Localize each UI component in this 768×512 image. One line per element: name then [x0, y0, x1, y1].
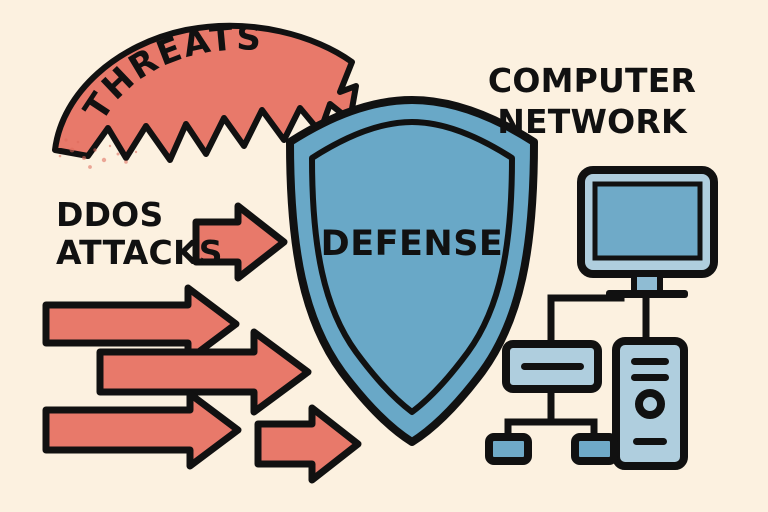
computer-network-diagram	[485, 166, 718, 470]
attack-arrow-4	[42, 390, 242, 470]
attack-arrow-1	[192, 202, 288, 282]
switch-port-bar	[521, 363, 584, 370]
attack-arrow-3	[96, 328, 312, 416]
defense-label: DEFENSE	[321, 224, 504, 264]
defense-shield: DEFENSE	[286, 96, 538, 446]
shield-inner-outline	[309, 119, 515, 415]
threats-banner-spray	[58, 138, 138, 169]
network-node-left	[485, 433, 532, 465]
tower-power-button-icon	[635, 389, 665, 419]
tower-slot-second	[631, 374, 669, 381]
tower-slot-top	[631, 358, 669, 365]
network-connectors	[504, 288, 650, 442]
attack-arrow-2	[42, 284, 240, 364]
attack-arrow-5	[254, 404, 362, 484]
shield-outer	[286, 96, 538, 446]
connector-branch-switch	[547, 294, 625, 349]
threats-banner: THREATS	[52, 18, 359, 169]
network-node-right	[571, 433, 618, 465]
network-label-line2: NETWORK	[497, 102, 688, 141]
tower-slot-bottom	[633, 438, 667, 445]
threats-banner-shape	[52, 22, 359, 163]
ddos-label-line1: DDOS	[56, 195, 163, 234]
network-label-line1: COMPUTER	[488, 61, 696, 100]
tower-body	[612, 337, 688, 470]
computer-tower	[612, 337, 688, 470]
monitor-base	[606, 290, 688, 298]
ddos-label-line2: ATTACKS	[56, 233, 223, 272]
computer-monitor	[577, 166, 718, 298]
monitor-screen	[592, 181, 703, 261]
network-switch	[502, 340, 602, 393]
